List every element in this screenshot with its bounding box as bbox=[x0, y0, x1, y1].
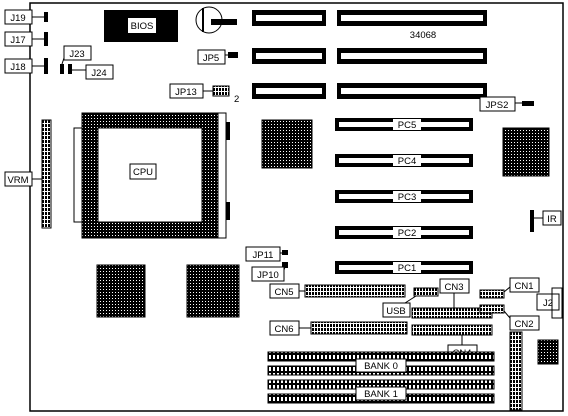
j24-callout: J24 bbox=[72, 64, 114, 80]
pci-slot-pc3: PC3 bbox=[335, 190, 473, 203]
cn5-header: CN5 bbox=[269, 283, 406, 299]
j19-label: J19 bbox=[10, 13, 25, 24]
jp13-pin-label: 2 bbox=[234, 94, 239, 105]
jp11-callout: JP11 bbox=[245, 246, 282, 262]
jp11-label: JP11 bbox=[253, 250, 274, 261]
jp13-callout: JP13 2 bbox=[169, 83, 239, 105]
vrm-label: VRM bbox=[7, 175, 28, 186]
chipset-chip-4 bbox=[186, 264, 240, 318]
jp5-label: JP5 bbox=[203, 53, 219, 64]
pci-slot-label: PC2 bbox=[398, 228, 416, 239]
jp13-label: JP13 bbox=[175, 87, 197, 98]
j18-callout: J18 bbox=[4, 58, 44, 74]
j19-callout: J19 bbox=[4, 9, 44, 25]
pci-slot-label: PC4 bbox=[398, 156, 416, 167]
j24-label: J24 bbox=[91, 68, 106, 79]
bios-chip: BIOS bbox=[104, 10, 178, 42]
chipset-chip-1 bbox=[261, 119, 313, 169]
bank-1-label: BANK 1 bbox=[364, 389, 398, 400]
cn2-header: CN2 bbox=[479, 304, 540, 331]
isa-slots bbox=[252, 10, 487, 99]
battery bbox=[195, 6, 237, 34]
jps2-callout: JPS2 bbox=[479, 96, 522, 112]
keyboard-connector bbox=[509, 331, 523, 411]
cn6-label: CN6 bbox=[274, 324, 293, 335]
ir-callout: IR bbox=[534, 210, 562, 226]
j23-label: J23 bbox=[69, 49, 84, 60]
bank-0-label: BANK 0 bbox=[364, 361, 398, 372]
bank-1-label-box: BANK 1 bbox=[355, 386, 407, 401]
pci-slot-pc2: PC2 bbox=[335, 226, 473, 239]
cn2-label: CN2 bbox=[514, 319, 533, 330]
jp10-callout: JP10 bbox=[251, 266, 286, 282]
j17-callout: J17 bbox=[4, 31, 44, 47]
chipset-chip-2 bbox=[502, 127, 550, 177]
j23-callout: J23 bbox=[61, 45, 92, 65]
pci-slot-pc5: PC5 bbox=[335, 118, 473, 131]
cn3-label: CN3 bbox=[444, 282, 463, 293]
cn5-label: CN5 bbox=[274, 287, 293, 298]
jp10-label: JP10 bbox=[257, 270, 279, 281]
pci-slot-label: PC1 bbox=[398, 263, 416, 274]
j2-connector: J2 bbox=[536, 287, 563, 319]
chipset-chip-3 bbox=[96, 264, 146, 318]
bank-0-label-box: BANK 0 bbox=[355, 358, 407, 373]
j18-label: J18 bbox=[10, 62, 25, 73]
cn6-header: CN6 bbox=[269, 320, 408, 336]
board-part-number: 34068 bbox=[410, 30, 436, 41]
j2-label: J2 bbox=[543, 298, 553, 309]
usb-header: USB bbox=[382, 287, 439, 318]
vrm-header bbox=[31, 119, 52, 229]
jp5-callout: JP5 bbox=[197, 49, 228, 65]
pci-slot-pc4: PC4 bbox=[335, 154, 473, 167]
cn1-label: CN1 bbox=[514, 281, 533, 292]
pci-slot-label: PC3 bbox=[398, 192, 416, 203]
usb-label: USB bbox=[386, 306, 406, 317]
bios-label: BIOS bbox=[131, 21, 154, 32]
cpu-label: CPU bbox=[133, 167, 153, 178]
pci-slot-label: PC5 bbox=[398, 120, 416, 131]
ps2-port bbox=[537, 339, 559, 365]
jps2-label: JPS2 bbox=[486, 100, 509, 111]
pci-slot-pc1: PC1 bbox=[335, 261, 473, 274]
j17-label: J17 bbox=[10, 35, 25, 46]
cn1-header: CN1 bbox=[479, 277, 540, 299]
ir-label: IR bbox=[547, 214, 557, 225]
vrm-callout: VRM bbox=[4, 171, 33, 187]
cpu-socket: CPU bbox=[73, 112, 230, 239]
